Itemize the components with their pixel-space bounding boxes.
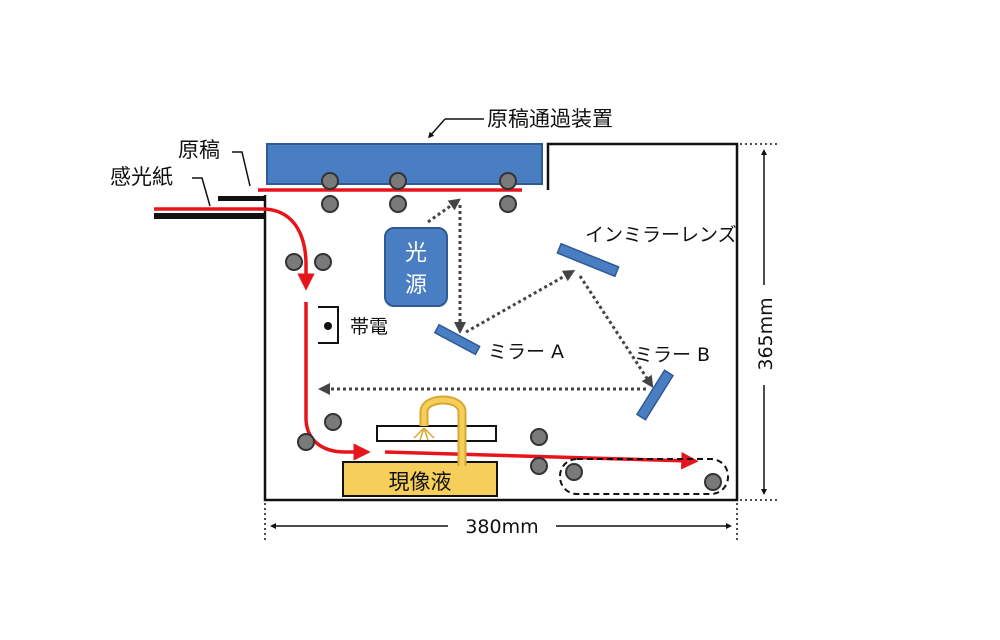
conveyor-roller — [704, 473, 722, 491]
developer-label: 現像液 — [389, 470, 452, 494]
light-path — [578, 275, 654, 389]
light-source — [384, 227, 448, 307]
charger-bracket — [318, 306, 339, 344]
original-label: 原稿 — [178, 138, 220, 162]
conveyor-roller — [565, 463, 583, 481]
feeder-roller — [321, 172, 339, 190]
developer-pipe-inner — [421, 397, 465, 466]
feeder-roller — [389, 195, 407, 213]
feeder-roller — [499, 195, 517, 213]
mirror-a — [433, 323, 481, 356]
feeder-roller — [499, 172, 517, 190]
feeder-label: 原稿通過装置 — [487, 107, 613, 131]
feeder-leader-arrow — [428, 118, 446, 139]
developer-spray — [413, 427, 435, 441]
original-guide-plate — [218, 196, 266, 201]
photo-paper-leader — [192, 177, 211, 207]
developer-tray — [342, 461, 498, 497]
paper-path — [304, 302, 371, 461]
paper-guide-plate — [154, 213, 265, 219]
paper-roller — [297, 433, 315, 451]
width-dim-gap — [448, 514, 556, 538]
photo-paper-label: 感光紙 — [110, 165, 173, 189]
feeder-roller — [389, 172, 407, 190]
light-source-label-bottom: 源 — [405, 273, 427, 298]
height-dim-gap — [754, 285, 776, 385]
in-mirror-lens-label: インミラーレンズ — [585, 224, 737, 246]
light-path — [465, 270, 576, 334]
machine-housing — [263, 142, 739, 502]
paper-roller — [530, 428, 548, 446]
paper-roller — [314, 253, 332, 271]
width-dim-label: 380mm — [465, 516, 538, 538]
original-leader — [232, 151, 251, 187]
paper-path — [154, 207, 315, 291]
feeder-roller — [321, 195, 339, 213]
developer-cover — [376, 425, 497, 442]
mirror-b-label: ミラー B — [634, 344, 710, 366]
paper-roller — [285, 253, 303, 271]
in-mirror-lens — [556, 242, 620, 278]
charge-label: 帯電 — [350, 316, 388, 338]
mirror-b — [635, 369, 675, 421]
height-dim-label: 365mm — [755, 297, 777, 370]
paper-roller — [324, 413, 342, 431]
light-path — [427, 198, 461, 224]
light-source-label-top: 光 — [405, 241, 427, 266]
paper-roller — [530, 457, 548, 475]
charger-dot-icon — [324, 322, 332, 330]
conveyor-belt — [559, 458, 729, 495]
mirror-a-label: ミラー A — [488, 341, 564, 363]
